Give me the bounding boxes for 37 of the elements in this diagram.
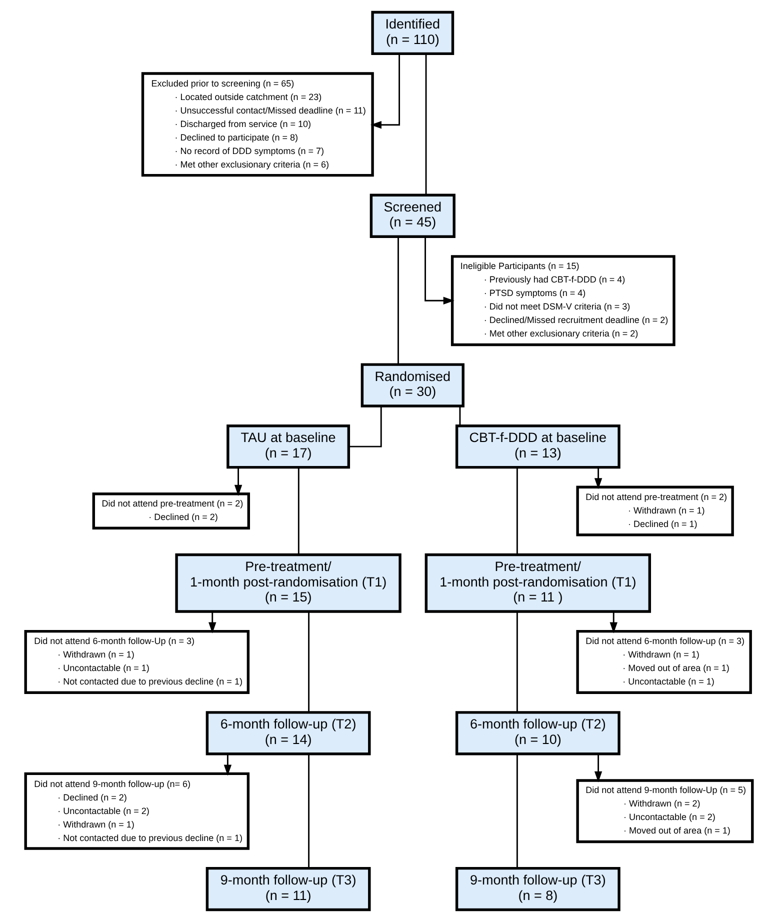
connector [298,467,300,555]
node-box: Pre-treatment/ 1-month post-randomisation (T1) (n = 15) [175,553,402,613]
node-box: Did not attend 9-month follow-up (n= 6) · Declined (n = 2) · Uncontactable (n = 2) · Withdrawn (n = 1) · Not contacted due to previous decline (n = 1) [24,772,250,850]
node-box: 9-month follow-up (T3) (n = 8) [455,866,620,912]
connector [398,236,399,364]
node-box: Did not attend 9-month follow-Up (n = 5) · Withdrawn (n = 2) · Uncontactable (n = 2) · Moved out of area (n = 1) [576,779,754,844]
node-box: Identified (n = 110) [371,10,454,56]
connector [308,754,310,868]
node-box: CBT-f-DDD at baseline (n = 13) [455,424,620,469]
arrow [594,754,602,782]
node-box: Randomised (n = 30) [360,363,464,408]
arrow [594,467,602,490]
arrow [424,236,454,304]
node-box: Did not attend pre-treatment (n = 2) · Withdrawn (n = 1) · Declined (n = 1) [576,486,734,536]
arrow [370,54,400,129]
connector [459,406,461,426]
node-box: 9-month follow-up (T3) (n = 11) [206,866,371,912]
connector [516,467,518,555]
connector [516,612,518,712]
node-box: Did not attend 6-month follow-up (n = 3) · Withdrawn (n = 1) · Moved out of area (n = 1) · Uncontactable (n = 1) [576,630,752,694]
arrow [224,754,232,776]
node-box: 6-month follow-up (T2) (n = 10) [455,711,620,756]
arrow [234,467,242,496]
node-box: Pre-treatment/ 1-month post-randomisation (T1) (n = 11 ) [424,553,652,613]
node-box: Did not attend pre-treatment (n = 2) · Declined (n = 2) [92,492,250,530]
node-box: Ineligible Participants (n = 15) · Previously had CBT-f-DDD (n = 4) · PTSD symptoms (n = 4) · Did not meet DSM-V criteria (n = 3) · Declined/Missed recruitment deadline (n = 2) · Met other exclusionary criteria (n = 2) [450,255,676,346]
node-box: TAU at baseline (n = 17) [226,424,350,469]
connector [308,612,310,712]
node-box: 6-month follow-up (T2) (n = 14) [206,711,371,756]
node-box: Did not attend 6-month follow-Up (n = 3) · Withdrawn (n = 1) · Uncontactable (n = 1) · Not contacted due to previous decline (n = 1) [24,630,250,694]
node-box: Excluded prior to screening (n = 65) · Located outside catchment (n = 23) · Unsuccessful contact/Missed deadline (n = 11) · Discharged from service (n = 10) · Declined to participate (n = 8) · No record of DDD symptoms (n = 7) · Met other exclusionary criteria (n = 6) [141,72,374,177]
connector [516,754,518,868]
arrow [208,612,216,634]
connector [425,54,427,196]
connector [348,406,382,448]
arrow [610,612,618,634]
node-box: Screened (n = 45) [370,194,456,238]
